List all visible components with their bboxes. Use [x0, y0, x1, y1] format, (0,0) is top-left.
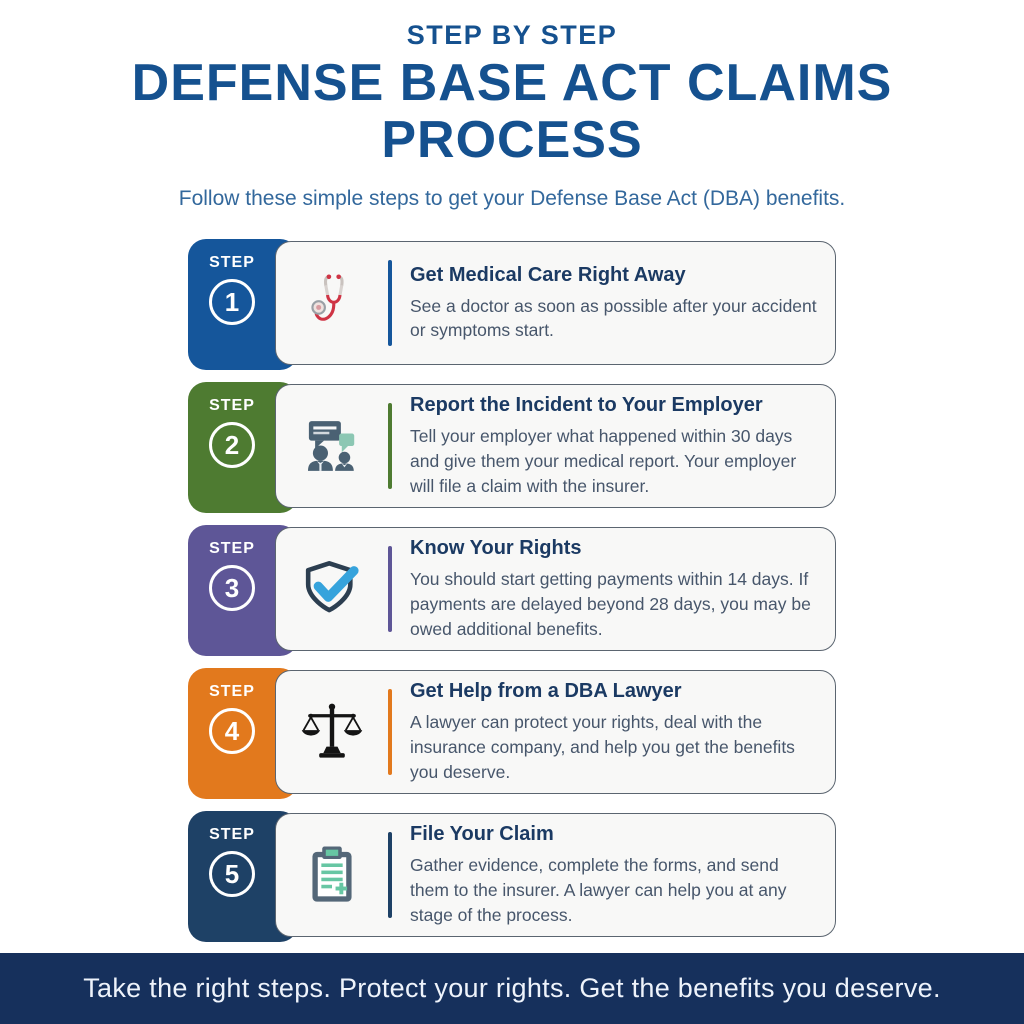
step-description: Gather evidence, complete the forms, and… [410, 855, 787, 925]
step-number: 1 [224, 286, 240, 317]
people-chat-icon [276, 414, 388, 478]
card-accent-divider [388, 546, 392, 633]
header: STEP BY STEP DEFENSE BASE ACT CLAIMS PRO… [0, 0, 1024, 211]
step-number-badge: 3 [209, 565, 255, 612]
page-title-line2: PROCESS [381, 111, 643, 170]
step-row-2: STEP 2 [188, 382, 836, 514]
step-description: You should start getting payments within… [410, 569, 811, 639]
step-card-5: File Your Claim Gather evidence, complet… [275, 813, 836, 938]
step-label: STEP [209, 683, 255, 701]
step-description: See a doctor as soon as possible after y… [410, 295, 817, 341]
step-label: STEP [209, 826, 255, 844]
card-accent-divider [388, 260, 392, 347]
step-title: Know Your Rights [410, 537, 582, 560]
shield-check-icon [276, 556, 388, 622]
step-label: STEP [209, 397, 255, 415]
step-number-badge: 4 [209, 708, 255, 755]
step-title: File Your Claim [410, 823, 554, 846]
eyebrow-title: STEP BY STEP [406, 20, 618, 50]
step-row-1: STEP 1 [188, 239, 836, 371]
card-accent-divider [388, 689, 392, 776]
footer-tagline: Take the right steps. Protect your right… [83, 973, 941, 1003]
step-number: 5 [224, 858, 240, 889]
steps-list: STEP 1 [188, 239, 836, 943]
step-card-3: Know Your Rights You should start gettin… [275, 527, 836, 652]
scales-of-justice-icon [276, 699, 388, 765]
step-number-badge: 2 [209, 422, 255, 469]
step-card-1: Get Medical Care Right Away See a doctor… [275, 241, 836, 366]
step-number-badge: 5 [209, 851, 255, 898]
step-row-4: STEP 4 [188, 668, 836, 800]
step-description: A lawyer can protect your rights, deal w… [410, 712, 795, 782]
step-number: 4 [224, 715, 240, 746]
step-title: Get Medical Care Right Away [410, 263, 686, 286]
step-row-3: STEP 3 Know Your Rights You should star [188, 525, 836, 657]
step-number-badge: 1 [209, 279, 255, 326]
page-subtitle: Follow these simple steps to get your De… [178, 187, 846, 211]
step-title: Report the Incident to Your Employer [410, 394, 763, 417]
clipboard-icon [276, 843, 388, 907]
step-title: Get Help from a DBA Lawyer [410, 680, 682, 703]
step-description: Tell your employer what happened within … [410, 426, 797, 496]
step-card-4: Get Help from a DBA Lawyer A lawyer can … [275, 670, 836, 795]
step-row-5: STEP 5 [188, 811, 836, 943]
page-title-line1: DEFENSE BASE ACT CLAIMS [131, 54, 893, 112]
step-label: STEP [209, 540, 255, 558]
page-title: DEFENSE BASE ACT CLAIMS PROCESS [0, 54, 1024, 170]
step-card-2: Report the Incident to Your Employer Tel… [275, 384, 836, 509]
card-accent-divider [388, 832, 392, 919]
step-label: STEP [209, 254, 255, 272]
footer-banner: Take the right steps. Protect your right… [0, 953, 1024, 1024]
step-number: 2 [224, 429, 240, 460]
card-accent-divider [388, 403, 392, 490]
step-number: 3 [224, 572, 240, 603]
stethoscope-icon [276, 271, 388, 335]
